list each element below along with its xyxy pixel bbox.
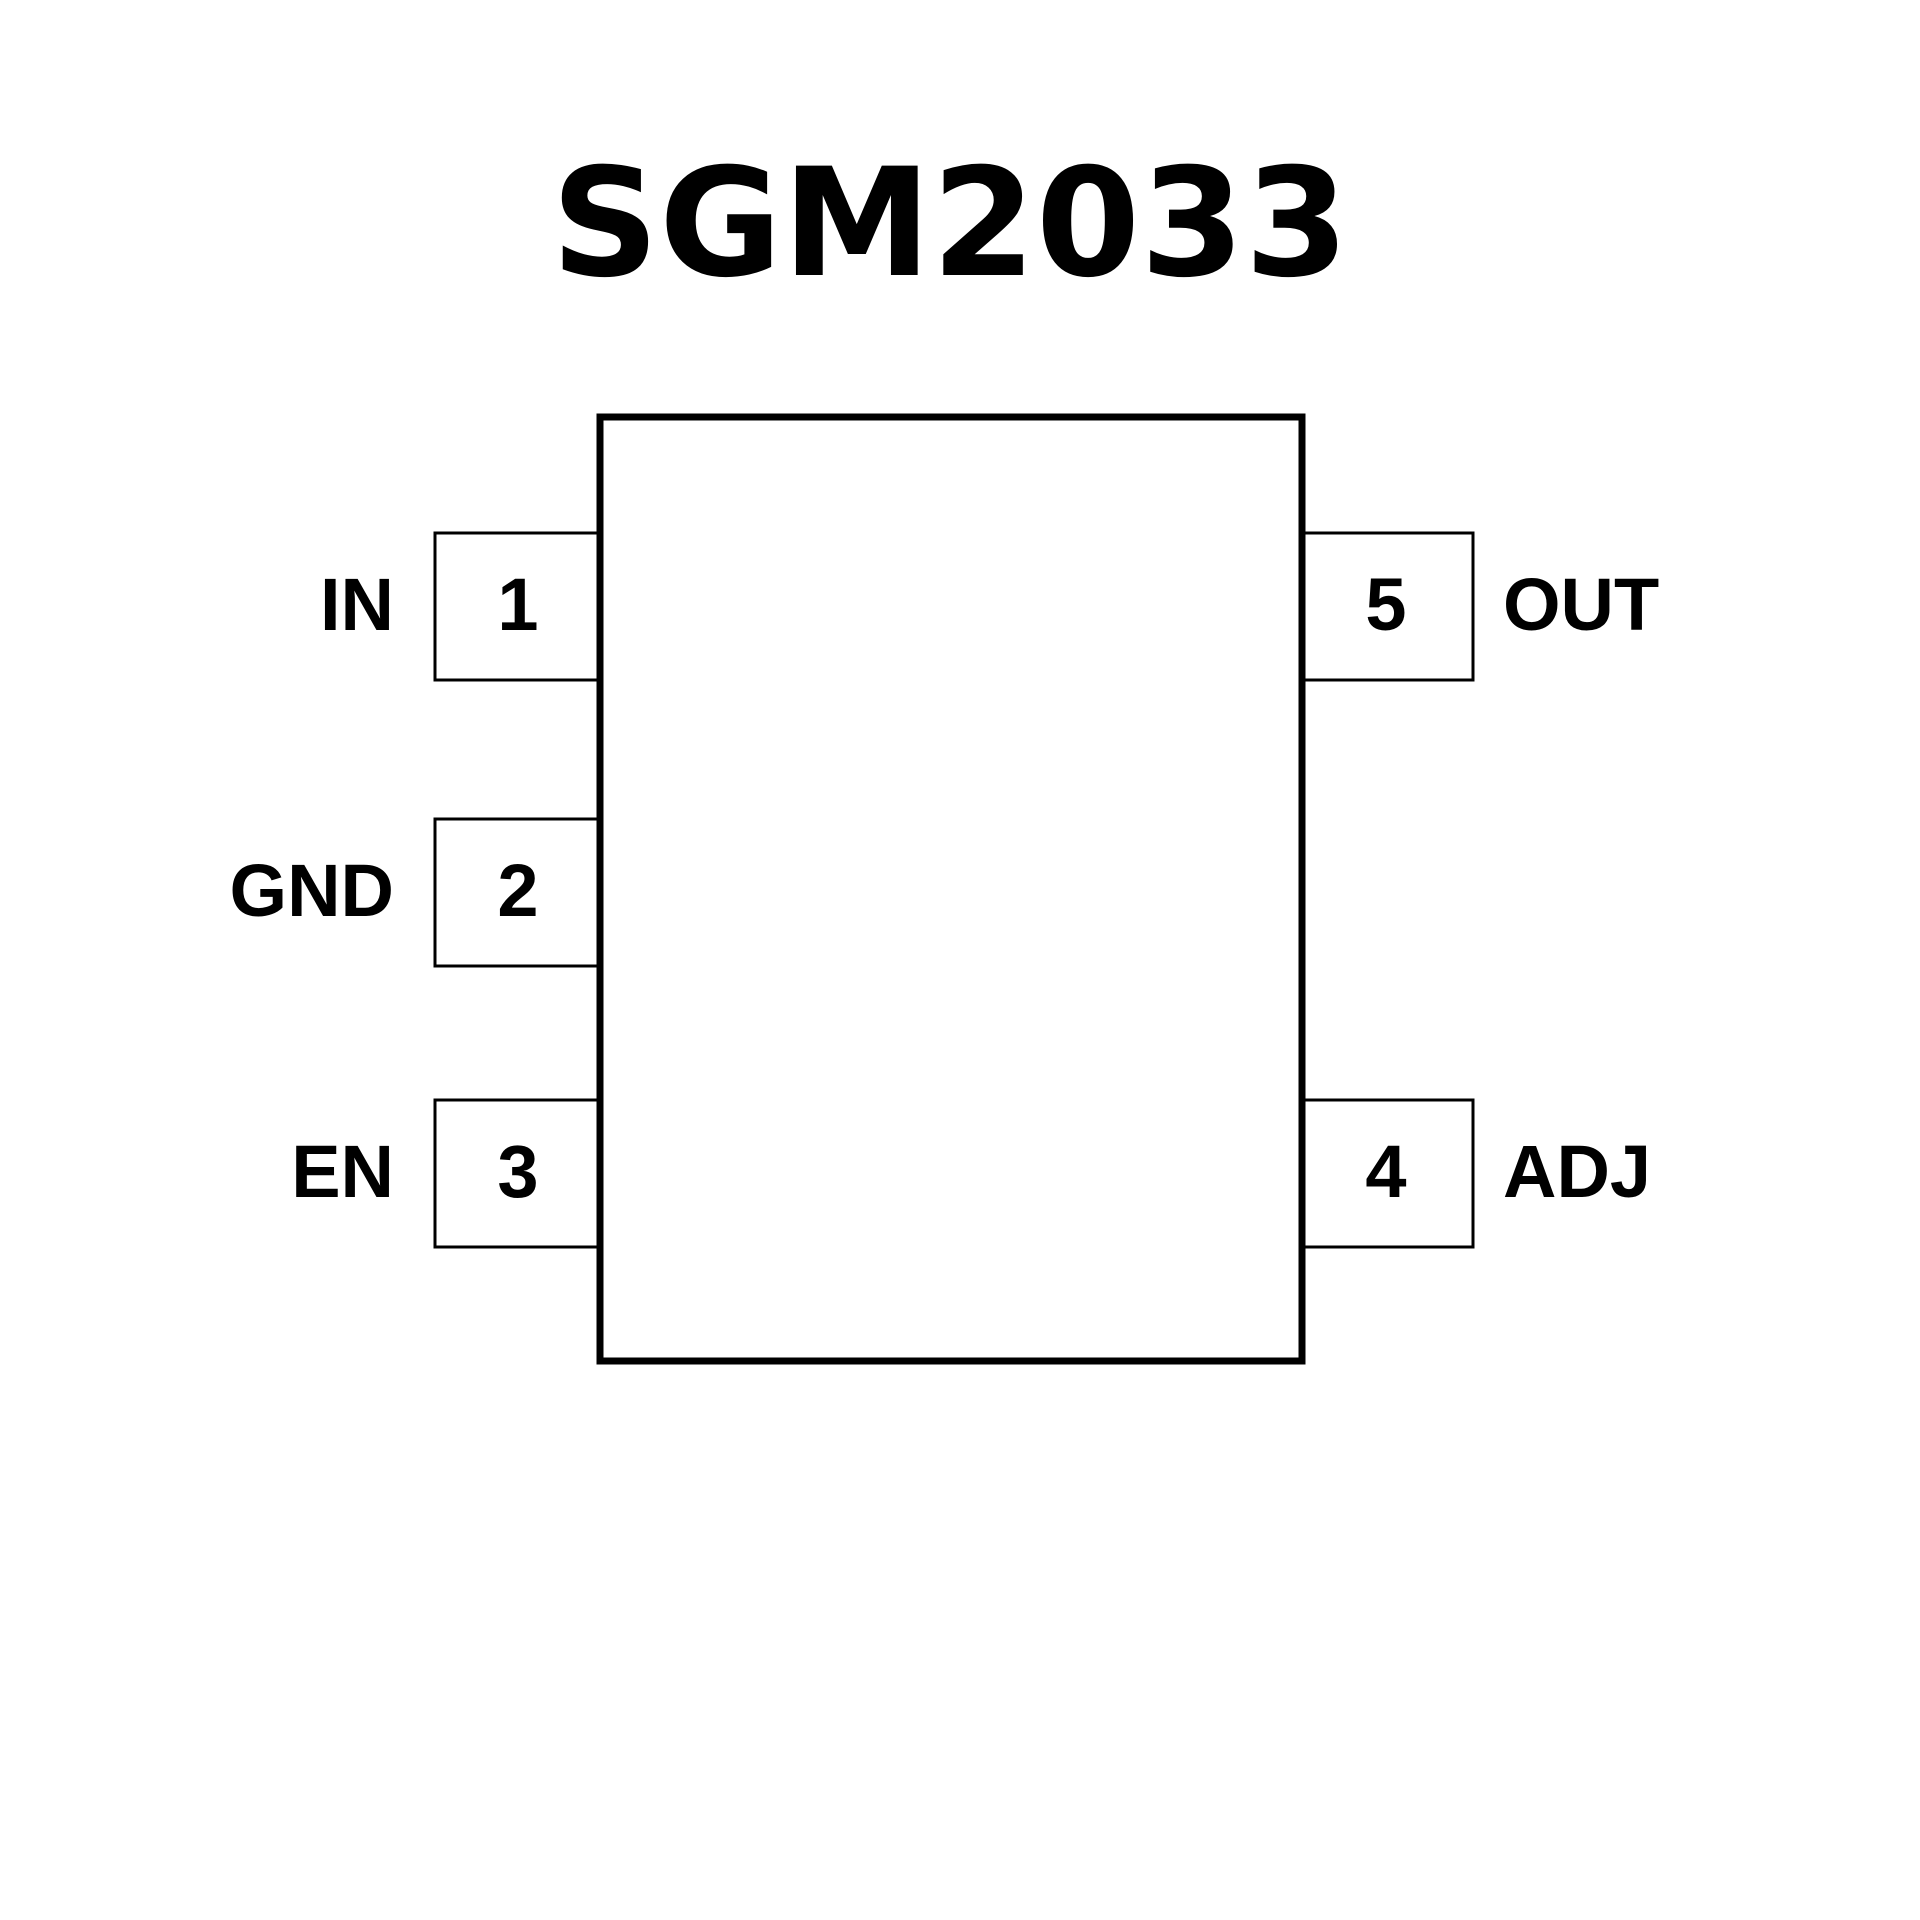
pin-2-pad [433, 817, 602, 968]
pin-4-pad [1300, 1098, 1475, 1249]
pin-3-number: 3 [497, 1130, 538, 1213]
pin-4-label: ADJ [1503, 1130, 1651, 1213]
pin-3-pad [433, 1098, 602, 1249]
pin-1-pad [433, 531, 602, 682]
pin-1-label: IN [320, 563, 394, 646]
chip-title: SGM2033 [551, 137, 1349, 311]
pin-2-label: GND [230, 849, 394, 932]
pin-3-label: EN [291, 1130, 394, 1213]
pin-5-number: 5 [1365, 563, 1406, 646]
pin-5-label: OUT [1503, 563, 1659, 646]
pin-5-pad [1300, 531, 1475, 682]
chip-body [596, 413, 1306, 1365]
pin-1-number: 1 [497, 563, 538, 646]
pin-4-number: 4 [1365, 1130, 1406, 1213]
pin-2-number: 2 [497, 849, 538, 932]
